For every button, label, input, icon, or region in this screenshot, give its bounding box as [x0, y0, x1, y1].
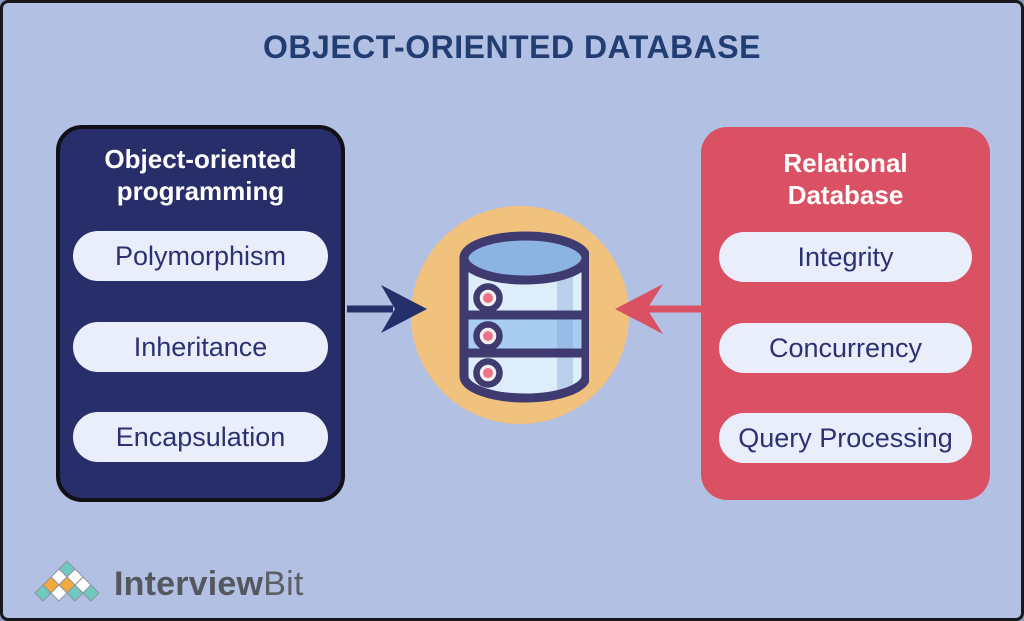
page-title: OBJECT-ORIENTED DATABASE [263, 29, 761, 65]
rdb-item-concurrency: Concurrency [719, 323, 972, 373]
oop-panel-title-line2: programming [116, 176, 285, 207]
oop-item-encapsulation: Encapsulation [73, 412, 328, 462]
rdb-item-query-processing: Query Processing [719, 413, 972, 463]
oop-panel: Object-oriented programming Polymorphism… [56, 125, 345, 502]
rdb-panel-title-line1: Relational [783, 148, 908, 178]
oop-panel-title: Object-oriented programming [60, 129, 341, 207]
diamond-mosaic-icon [34, 560, 100, 602]
rdb-panel: Relational Database Integrity Concurrenc… [701, 127, 990, 500]
oop-item-inheritance: Inheritance [73, 322, 328, 372]
interviewbit-logo: InterviewBit [29, 559, 303, 609]
oop-panel-title-line1: Object-oriented [104, 144, 297, 174]
arrow-left-icon [615, 284, 705, 334]
wordmark-bit: Bit [263, 564, 304, 603]
database-icon [459, 231, 589, 403]
rdb-item-integrity: Integrity [719, 232, 972, 282]
interviewbit-wordmark: InterviewBit [114, 565, 303, 604]
oop-item-polymorphism: Polymorphism [73, 231, 328, 281]
wordmark-interview: Interview [114, 564, 264, 603]
rdb-panel-title: Relational Database [701, 127, 990, 211]
arrow-right-icon [347, 285, 427, 333]
rdb-panel-title-line2: Database [787, 180, 904, 211]
